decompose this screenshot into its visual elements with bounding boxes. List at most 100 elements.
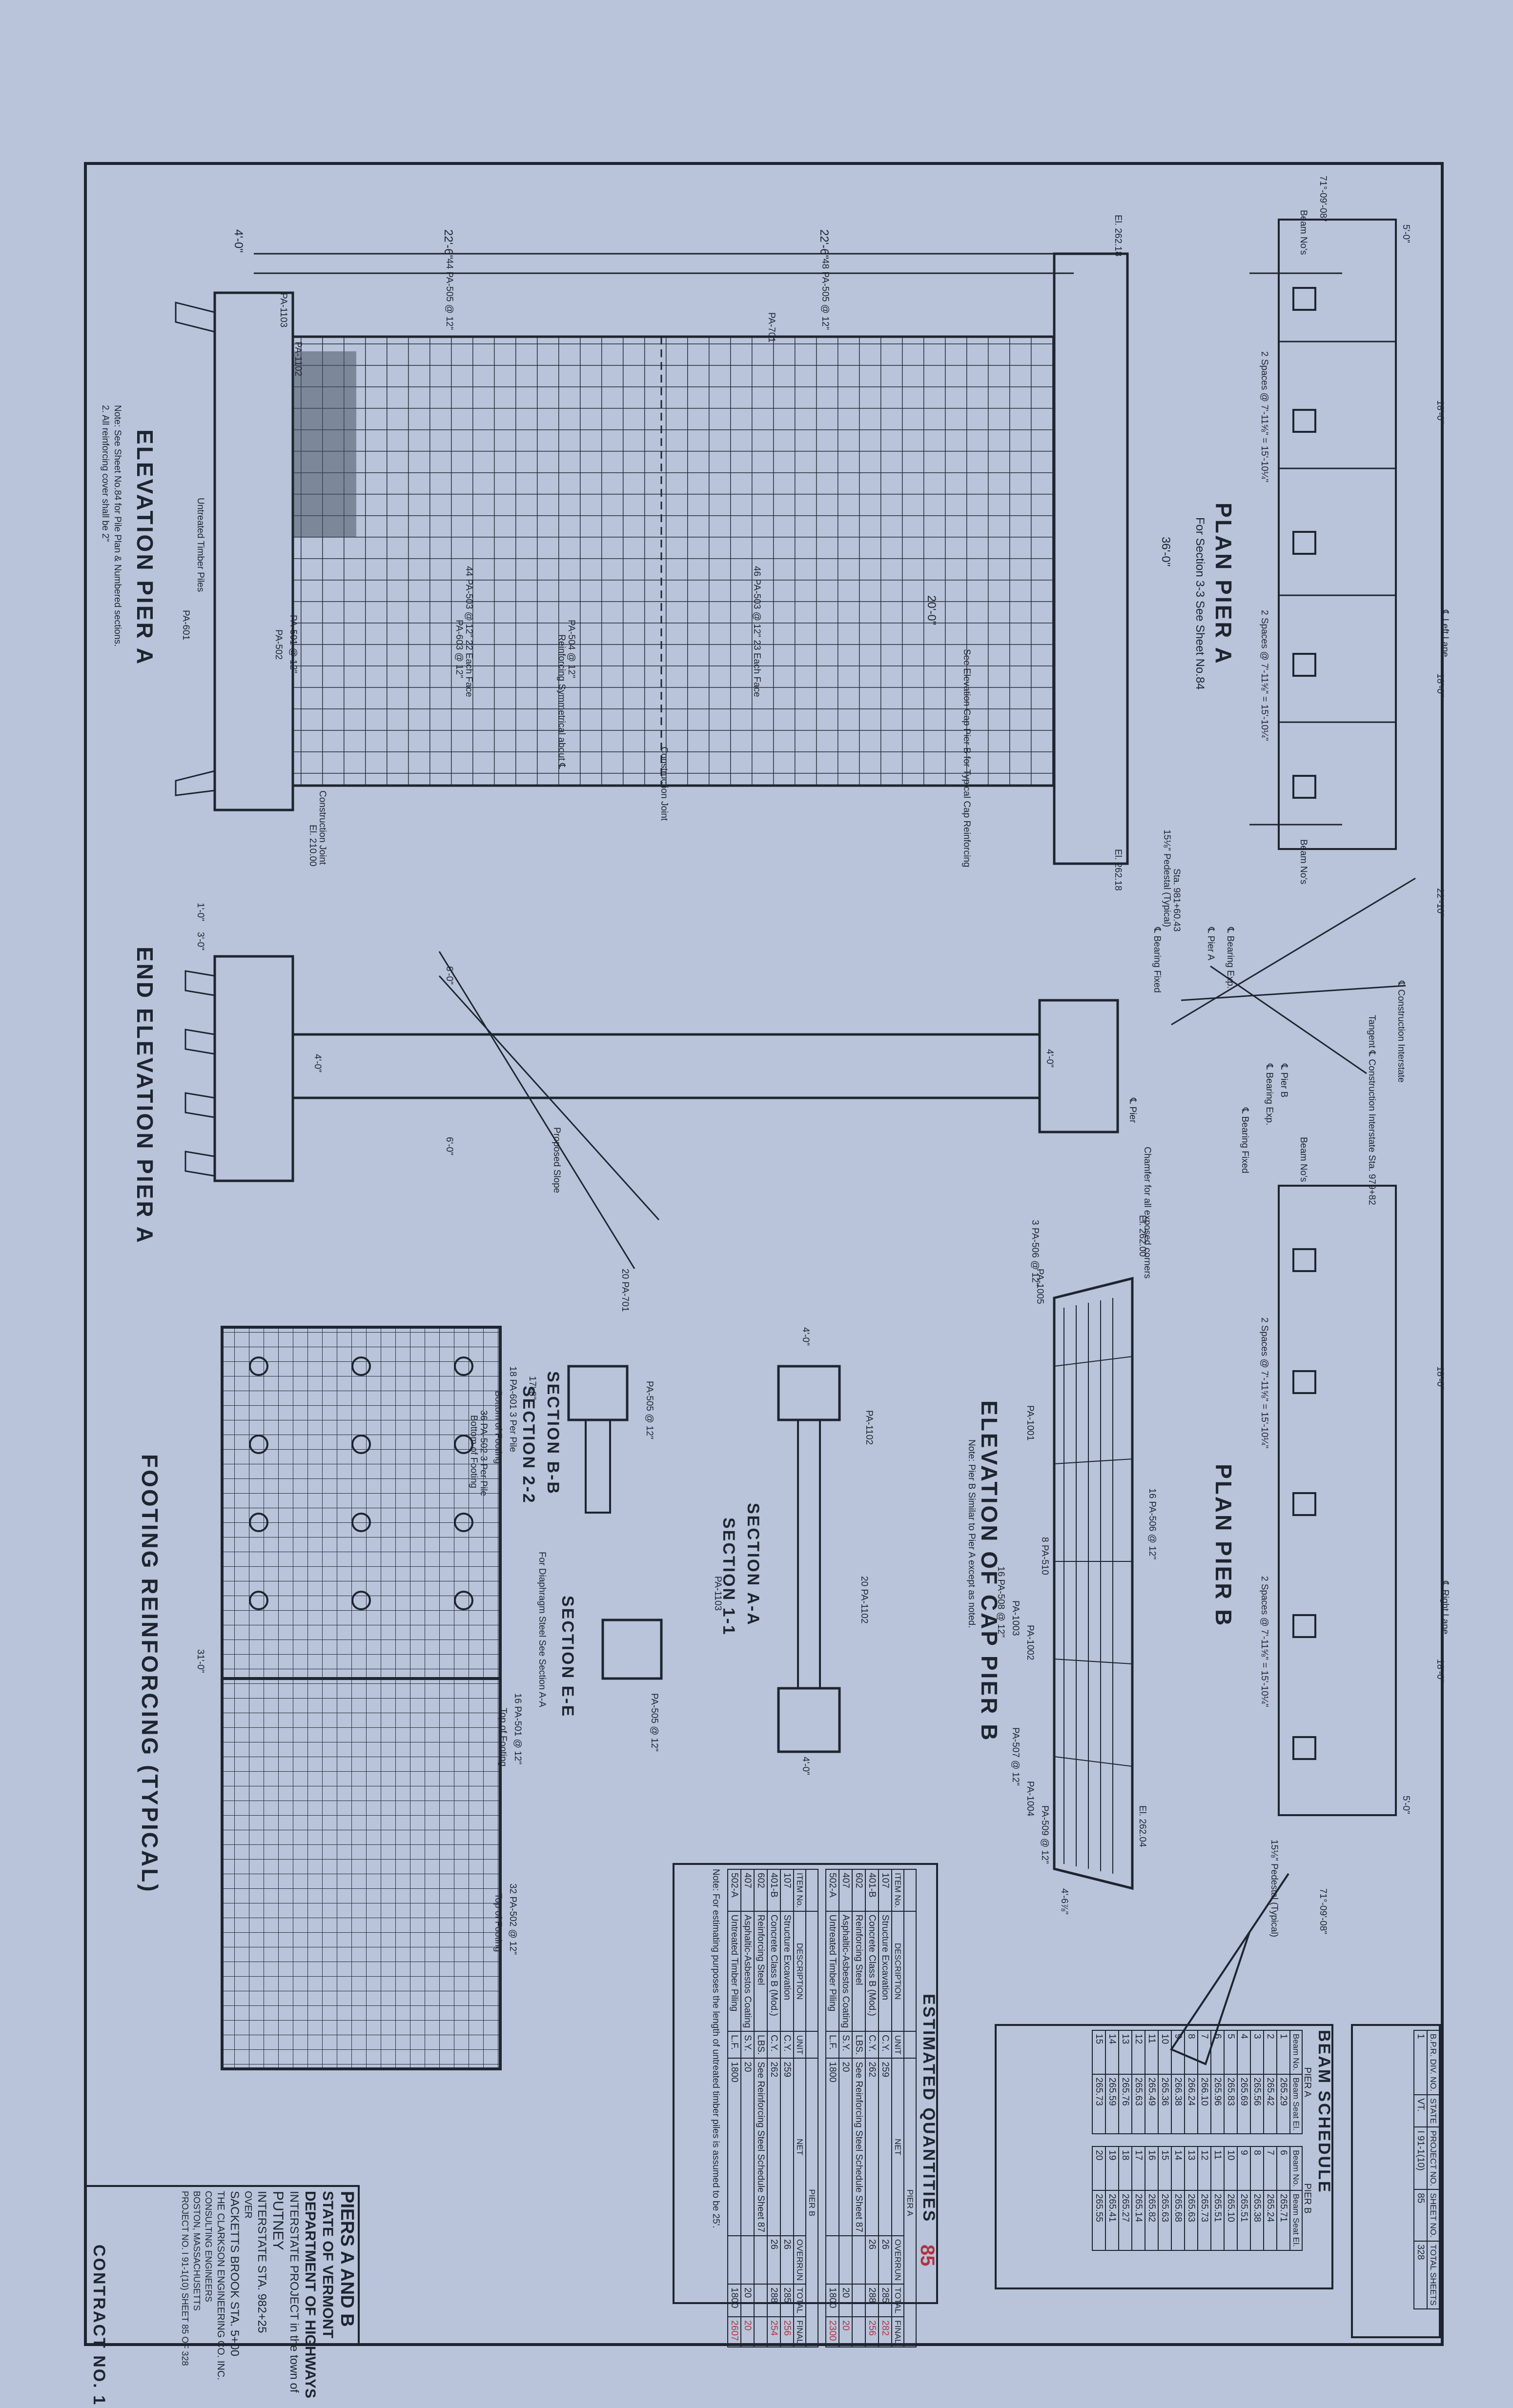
cap-b-bars [1054, 1298, 1133, 1874]
cap-b-c2: El. 262.04 [1137, 1805, 1147, 1847]
qb-cell: 1800 [728, 2058, 741, 2236]
elevation-pier-a-note: Note: See Sheet No.84 for Pile Plan & Nu… [112, 405, 123, 647]
plan-b-tangent: Tangent ℄ Construction Interstate Sta. 9… [1367, 1015, 1377, 1205]
callout-pa701: PA-701 [766, 312, 777, 343]
qa-cell: 20 [839, 2317, 852, 2347]
ftg-c4: 36 PA-502 3 Per Pile [478, 1410, 489, 1497]
qb-cell: See Reinforcing Steel Schedule Sheet 87 [754, 2058, 767, 2236]
dim-22ft6-b: 22'-6" [818, 229, 831, 260]
pier-a-footing [213, 291, 294, 811]
qa-header: OVERRUN [892, 2235, 904, 2284]
beam-b-cell: 265.73 [1198, 2190, 1211, 2250]
qa-cell: C.Y. [879, 2031, 892, 2059]
elevation-pier-a-title: ELEVATION PIER A [132, 429, 158, 666]
title-block-line: PROJECT NO. I 91-1(10) SHEET 85 OF 328 [180, 2191, 190, 2366]
footing-piles [249, 1356, 473, 1610]
beam-a-cell: 5 [1224, 2030, 1237, 2074]
qb-header: OVERRUN [794, 2235, 806, 2284]
plan-a-dim-18ft-b: 18'-0" [1435, 673, 1445, 697]
beam-b-cell: 8 [1250, 2146, 1264, 2190]
ftg-c9: Top of Footing [493, 1893, 503, 1952]
beam-a-cell: 265.29 [1277, 2074, 1290, 2134]
beam-b-cell: 20 [1092, 2146, 1105, 2190]
cap-b-c8: PA-1004 [1025, 1781, 1035, 1817]
qb-cell: 602 [754, 1869, 767, 1911]
cap-b-c12: PA-507 @ 12" [1010, 1727, 1021, 1786]
qa-cell [826, 2235, 839, 2284]
beam-a-cell: 8 [1185, 2030, 1198, 2074]
plan-a-section-ref: For Section 3-3 See Sheet No.84 [1193, 517, 1206, 690]
qa-cell: See Reinforcing Steel Schedule Sheet 87 [852, 2058, 865, 2236]
qb-cell: Untreated Timber Piling [728, 1911, 741, 2032]
end-pier-cl: ℄ Pier [1127, 1098, 1138, 1123]
plan-a-beam-nos-2: Beam No's [1298, 839, 1309, 885]
callout-joint-2: Construction Joint [659, 747, 669, 821]
qb-header: UNIT [794, 2031, 806, 2059]
sheet-border [84, 162, 1444, 2346]
footing-title: FOOTING REINFORCING (TYPICAL) [137, 1454, 163, 1894]
end-slope: Proposed Slope [552, 1127, 562, 1194]
title-block-line: PUTNEY [270, 2191, 286, 2250]
qb-cell: Structure Excavation [780, 1911, 794, 2032]
ftg-c0: 17'-8" [527, 1376, 537, 1400]
dim-44pa505: 44 PA-505 @ 12" [444, 259, 454, 330]
qa-header: FINAL [892, 2317, 904, 2347]
qb-cell: 2607 [728, 2317, 741, 2347]
sec-c0: PA-505 @ 12" [644, 1381, 654, 1439]
pier-a-cap [1053, 252, 1129, 865]
sb-value: 85 [1414, 2189, 1427, 2241]
beam-schedule-frame [995, 2024, 1333, 2289]
beam-a-h0: Beam No. [1290, 2030, 1302, 2074]
north-arrow [1170, 1873, 1289, 2065]
beam-a-cell: 265.56 [1250, 2074, 1264, 2134]
qa-cell [852, 2235, 865, 2284]
cap-b-c5: PA-1001 [1025, 1405, 1035, 1441]
qb-header: NET [794, 2058, 806, 2236]
beam-b-cell: 19 [1105, 2146, 1119, 2190]
qa-cell: C.Y. [865, 2031, 879, 2059]
qa-cell: LBS. [852, 2031, 865, 2059]
beam-b-cell: 6 [1277, 2146, 1290, 2190]
plan-a-angle: 71°-09'-08" [1318, 176, 1328, 222]
plan-a-sta: Sta. 981+60.43 [1171, 869, 1182, 932]
cap-b-c1: El. 262.00 [1137, 1215, 1147, 1257]
title-block-line: THE CLARKSON ENGINEERING CO. INC. [215, 2191, 226, 2380]
beam-a-h1: Beam Seat El. [1290, 2074, 1302, 2134]
beam-b-cell: 9 [1237, 2146, 1250, 2190]
cap-b-c9: PA-1005 [1035, 1269, 1045, 1304]
qa-cell: Untreated Timber Piling [826, 1911, 839, 2032]
beam-a-cell: 265.36 [1158, 2074, 1171, 2134]
title-block-line: BOSTON, MASSACHUSETTS [192, 2191, 202, 2311]
plan-a-beam-nos: Beam No's [1298, 210, 1309, 255]
end-dim-2: 4'-0" [312, 1054, 323, 1072]
beam-b-cell: 10 [1224, 2146, 1237, 2190]
qb-cell: Concrete Class B (Mod.) [767, 1911, 780, 2032]
qa-cell [839, 2235, 852, 2284]
qb-cell: S.Y. [741, 2031, 754, 2059]
plan-b-dim-spaces-2: 2 Spaces @ 7'-11⅝" = 15'-10¼" [1259, 1576, 1269, 1707]
qb-cell: 20 [741, 2317, 754, 2347]
beam-a-cell: 265.59 [1105, 2074, 1119, 2134]
qb-cell [754, 2235, 767, 2284]
plan-b-dim-18ft: 18'-0" [1435, 1366, 1445, 1390]
